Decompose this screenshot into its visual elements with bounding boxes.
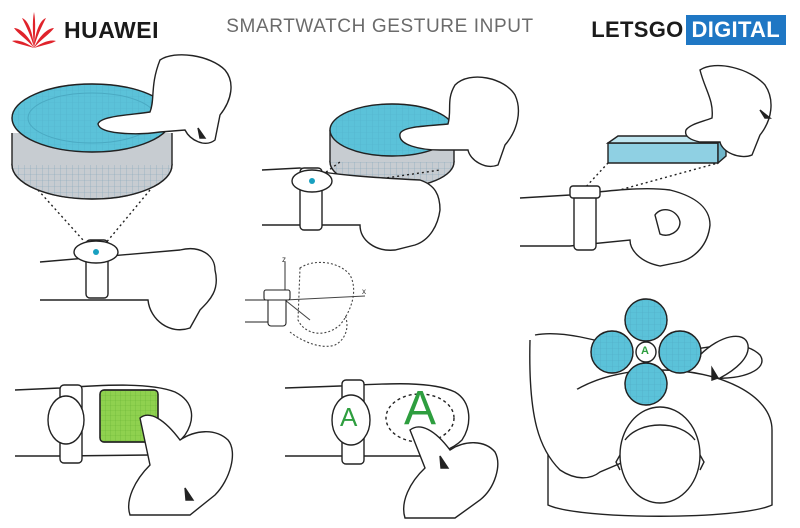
wrist-arm-2: [262, 168, 440, 250]
wrist-arm-3: [520, 189, 710, 266]
panel-3d-axis-gesture: z x: [245, 255, 366, 346]
panel-letter-input: [285, 380, 498, 518]
panel-radial-menu-user: [530, 299, 772, 516]
projection-bar: [608, 143, 718, 163]
wrist-arm: [40, 249, 216, 330]
axis-z-label: z: [282, 255, 286, 264]
axis-x-label: x: [362, 287, 366, 296]
menu-center-letter: A: [641, 345, 649, 357]
panel-skin-touchpad: [15, 385, 232, 515]
panel-projection-bar: [520, 66, 771, 266]
skin-letter: A: [404, 381, 436, 436]
panel-projection-disk-small: [262, 77, 518, 250]
watch-face-6: [48, 396, 84, 444]
panel-projection-disk-large: [12, 55, 231, 330]
user-head: [620, 407, 700, 503]
watch-letter: A: [340, 402, 357, 433]
